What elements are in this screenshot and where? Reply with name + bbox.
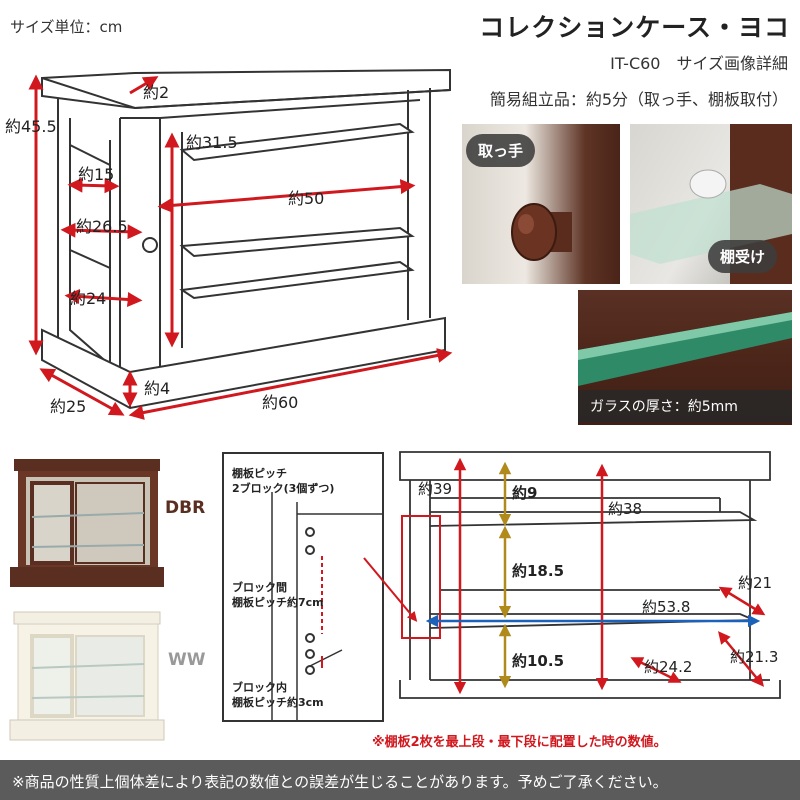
glass-thickness-label: ガラスの厚さ：約5mm xyxy=(578,390,792,422)
unit-label: サイズ単位：cm xyxy=(10,18,123,36)
dbr-label: DBR xyxy=(165,498,206,518)
total-height-label: 約45.5 xyxy=(5,117,57,136)
left-height-label: 約39 xyxy=(418,480,452,498)
side-bottom-depth-label: 約24 xyxy=(70,289,106,308)
pitch-between: ブロック間 棚板ピッチ約7cm xyxy=(232,580,324,610)
shelf-depth-label: 約21 xyxy=(738,574,772,592)
dbr-cabinet-photo xyxy=(10,459,164,587)
right-depth-label: 約21.3 xyxy=(730,648,778,666)
base-height-label: 約4 xyxy=(144,379,170,398)
pitch-between-line2: 棚板ピッチ約7cm xyxy=(232,596,324,609)
handle-knob-icon xyxy=(511,203,572,261)
inner-width-label: 約50 xyxy=(288,189,324,208)
shelf-pitch-drawing xyxy=(222,452,384,722)
cabinet-line-art xyxy=(41,68,451,410)
inner-line-art xyxy=(399,451,781,699)
pitch-within: ブロック内 棚板ピッチ約3cm xyxy=(232,680,324,710)
depth-label: 約25 xyxy=(50,397,86,416)
model-label: IT-C60 サイズ画像詳細 xyxy=(610,54,788,73)
width-label: 約60 xyxy=(262,393,298,412)
ww-label: WW xyxy=(168,650,206,670)
inner-height-label: 約31.5 xyxy=(186,133,238,152)
page-title: コレクションケース・ヨコ xyxy=(479,13,790,42)
glass-edge-icon xyxy=(578,312,792,386)
footer-text: ※商品の性質上個体差により表記の数値との誤差が生じることがあります。予めご了承く… xyxy=(12,773,668,791)
side-shelf-gap-label: 約15 xyxy=(78,165,114,184)
note-text: ※棚板2枚を最上段・最下段に配置した時の数値。 xyxy=(372,735,667,750)
inner-dimension-drawing: 約39 約9 約38 約18.5 約21 約53.8 約10.5 約24.2 約… xyxy=(363,451,781,699)
pitch-title-line2: 2ブロック(3個ずつ) xyxy=(232,482,335,495)
assembly-label: 簡易組立品：約5分（取っ手、棚板取付） xyxy=(489,90,788,109)
pitch-between-line1: ブロック間 xyxy=(232,581,287,594)
pitch-title: 棚板ピッチ 2ブロック(3個ずつ) xyxy=(232,466,334,496)
shelf-width-label: 約53.8 xyxy=(642,598,690,616)
main-dimension-drawing: 約2 約45.5 約15 約31.5 約26.5 約50 約24 約4 約25 … xyxy=(5,68,453,420)
pitch-within-line1: ブロック内 xyxy=(232,681,287,694)
side-shelf-depth-label: 約26.5 xyxy=(76,217,128,236)
top-thickness-label: 約2 xyxy=(143,83,169,102)
bottom-gap-label: 約10.5 xyxy=(512,652,564,670)
handle-photo: 取っ手 xyxy=(462,124,620,284)
top-gap-label: 約9 xyxy=(512,484,537,502)
glass-photo: ガラスの厚さ：約5mm xyxy=(578,290,792,425)
floor-depth-label: 約24.2 xyxy=(644,658,692,676)
shelf-support-photo: 棚受け xyxy=(630,124,792,284)
pitch-title-line1: 棚板ピッチ xyxy=(232,467,287,480)
pitch-within-line2: 棚板ピッチ約3cm xyxy=(232,696,324,709)
dimension-arrows xyxy=(28,74,453,420)
handle-label: 取っ手 xyxy=(466,134,536,167)
inner-height-label-2: 約38 xyxy=(608,500,642,518)
footer-bar: ※商品の性質上個体差により表記の数値との誤差が生じることがあります。予めご了承く… xyxy=(0,760,800,800)
shelf-support-label: 棚受け xyxy=(708,240,778,273)
ww-cabinet-photo xyxy=(9,611,165,741)
inner-red-arrows xyxy=(453,457,766,695)
middle-gap-label: 約18.5 xyxy=(512,562,564,580)
